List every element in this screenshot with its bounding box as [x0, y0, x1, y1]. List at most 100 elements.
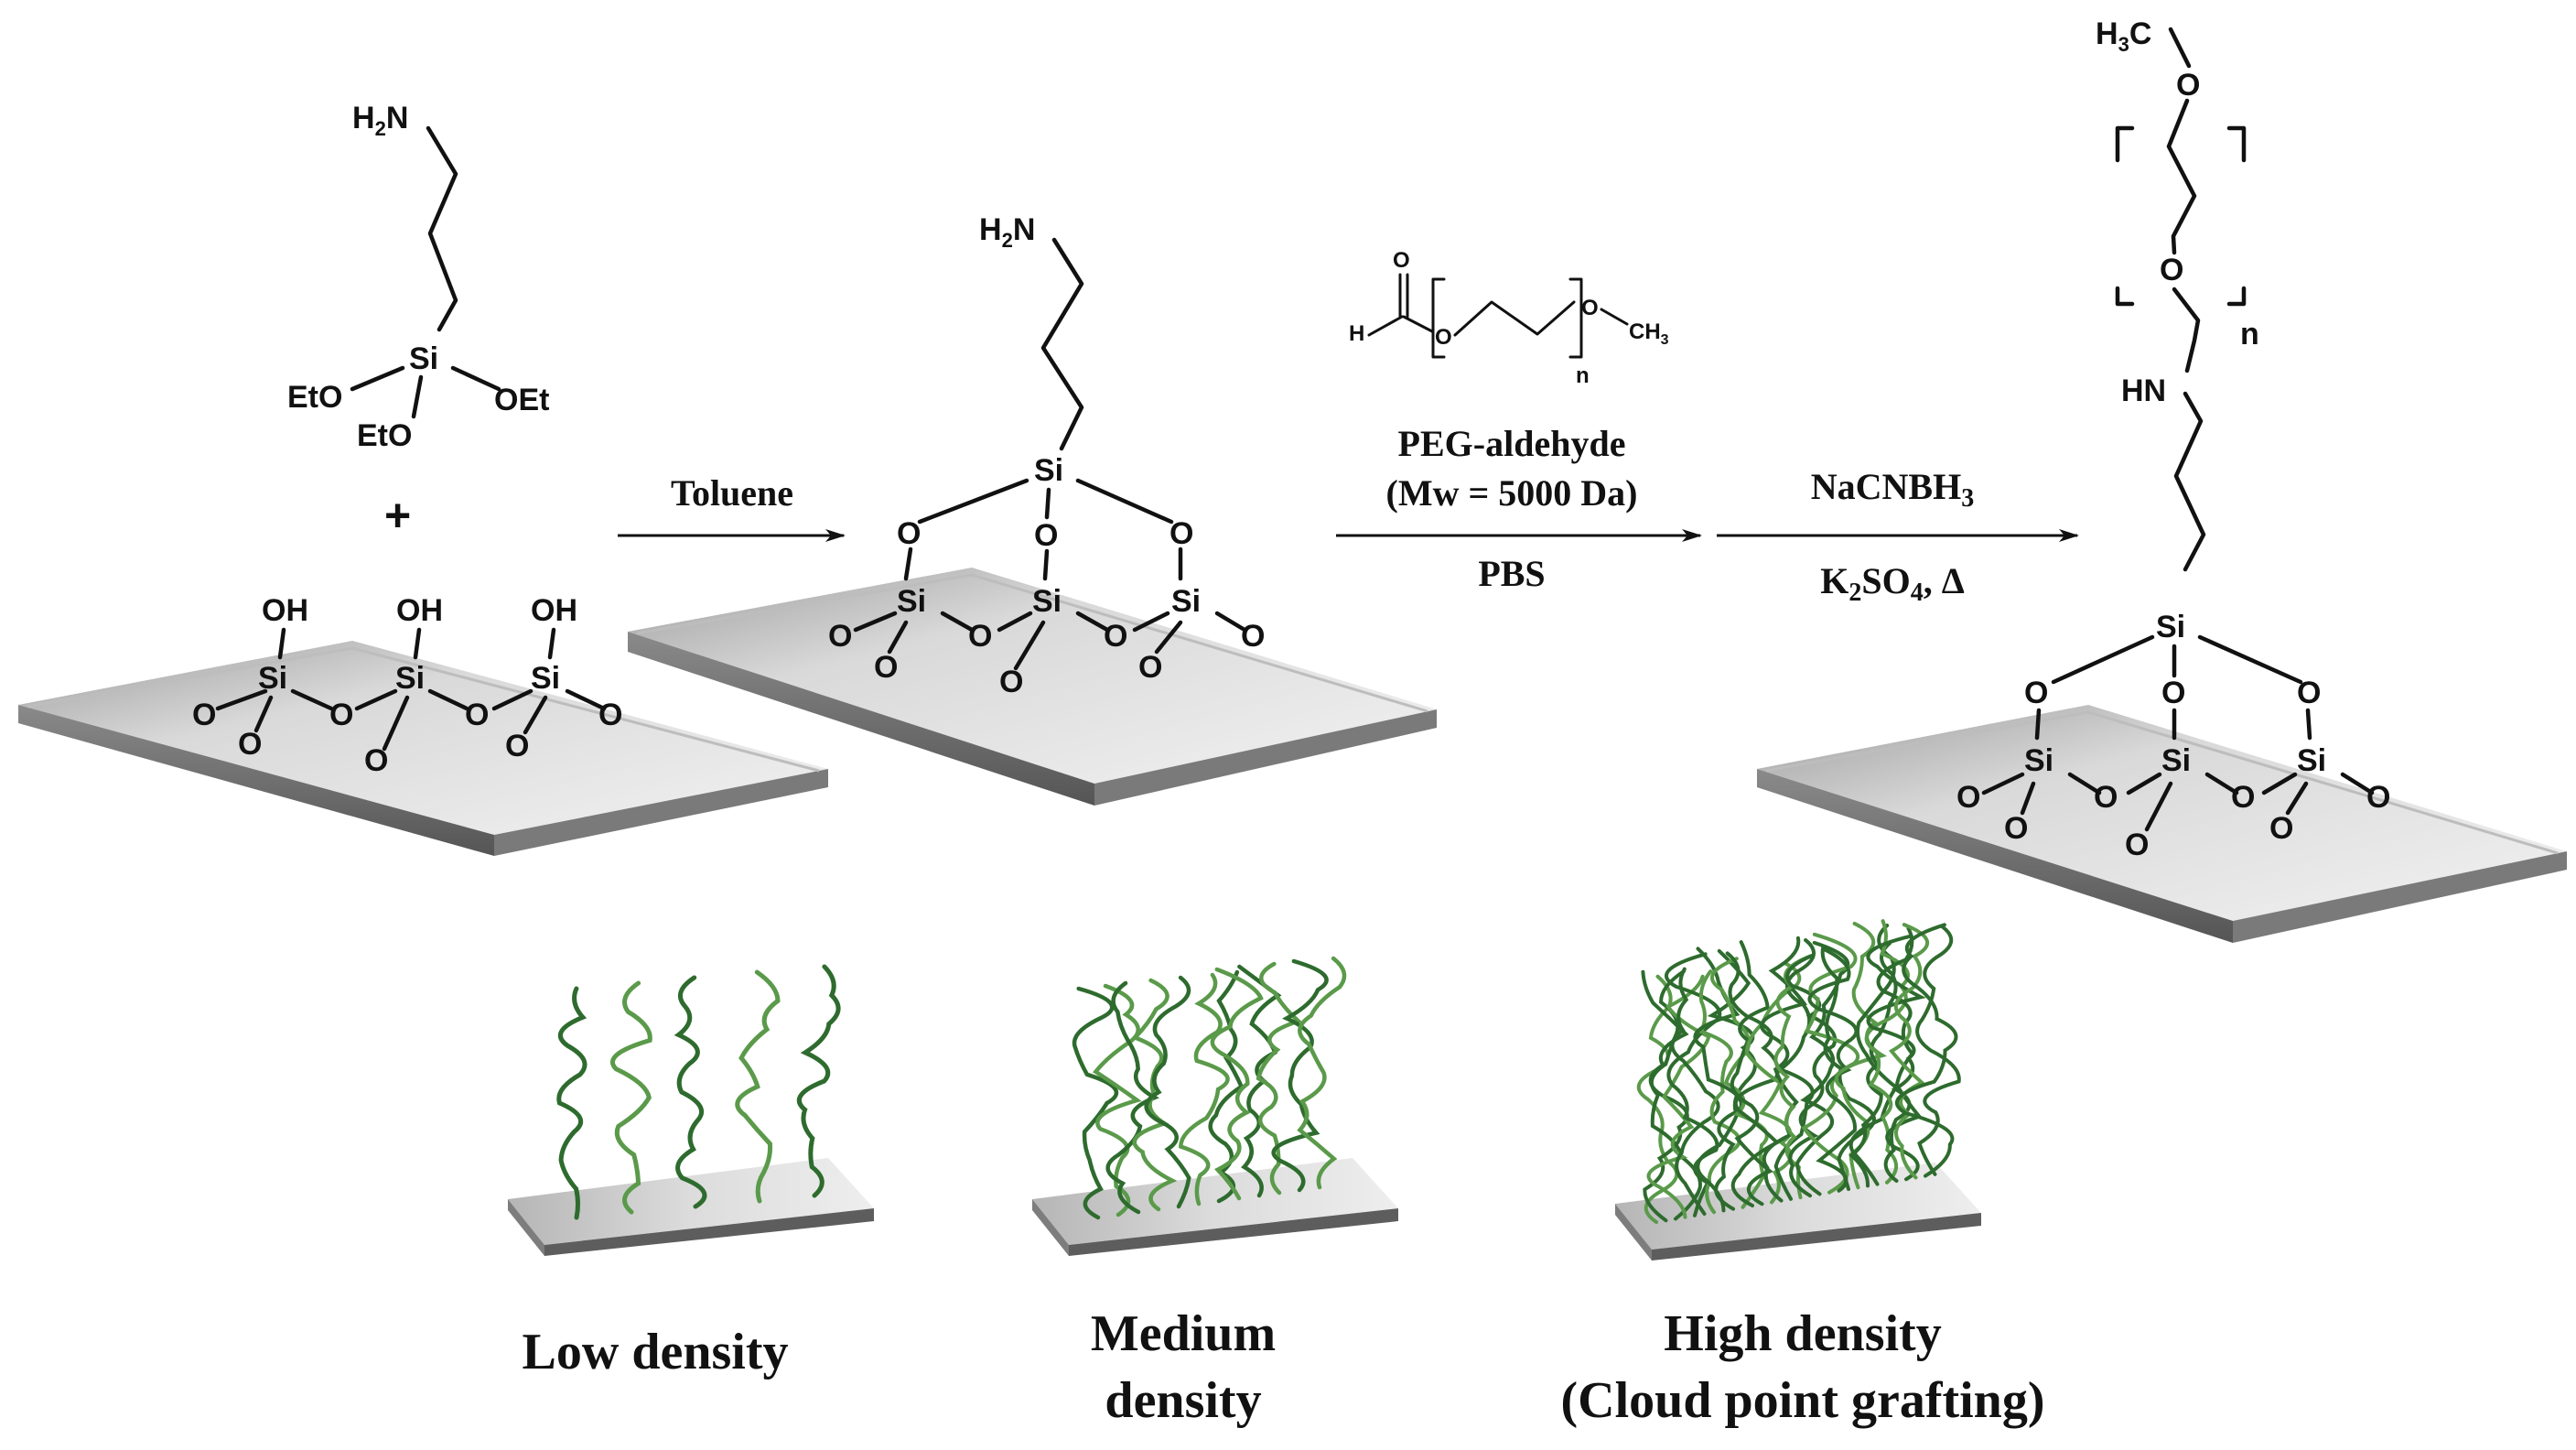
methyl-group: H3C: [2096, 16, 2151, 56]
density-medium-panel: Medium density: [1032, 956, 1398, 1429]
surface-o: O: [2125, 828, 2149, 862]
surface-o: O: [2004, 811, 2028, 846]
step2-buffer: PBS: [1478, 553, 1545, 594]
linker-o: O: [2161, 676, 2185, 710]
aptes-si: Si: [409, 341, 438, 376]
silanol-oh-1: OH: [262, 593, 308, 628]
label-low-density: Low density: [523, 1324, 789, 1380]
surface-o: O: [999, 665, 1023, 699]
product-o-mid: O: [2160, 253, 2183, 287]
substrate-peg: [1757, 705, 2567, 943]
polymer-chain: [1760, 936, 1807, 1203]
grafted-si: Si: [1034, 453, 1063, 488]
density-low-panel: Low density: [508, 964, 874, 1380]
surface-si: Si: [2024, 743, 2053, 778]
aptes-eto-left: EtO: [287, 380, 342, 415]
polymer-chain: [1179, 972, 1230, 1207]
density-high-panel: High density (Cloud point grafting): [1561, 919, 2045, 1429]
product-repeat-n: n: [2240, 317, 2259, 352]
surface-si-3: Si: [531, 661, 560, 696]
peg-ether-o: O: [1435, 325, 1452, 350]
silanol-oh-3: OH: [531, 593, 577, 628]
surface-si: Si: [897, 584, 926, 619]
polymer-chain: [1915, 925, 1961, 1176]
surface-o: O: [2269, 811, 2293, 846]
polymer-chain: [1144, 975, 1191, 1209]
linker-o: O: [1169, 516, 1193, 551]
polymer-chains-low: [556, 964, 841, 1220]
polymer-chain: [735, 969, 781, 1204]
polymer-chains-medium: [1072, 956, 1347, 1220]
polymer-chain: [1297, 956, 1347, 1190]
surface-o: O: [1138, 650, 1162, 685]
surface-o: O: [1241, 619, 1265, 654]
aptes-grafted: H2N Si O O O Si Si Si O O O O O O O: [828, 212, 1265, 699]
surface-o: O: [329, 698, 353, 732]
polymer-chain: [1105, 980, 1159, 1215]
aptes-molecule: H2N Si EtO OEt EtO +: [287, 101, 549, 541]
polymer-chain: [1801, 932, 1860, 1195]
surface-o: O: [505, 729, 529, 763]
step1-conditions: Toluene: [671, 472, 793, 514]
surface-si: Si: [1032, 584, 1062, 619]
grafted-amine: H2N: [979, 212, 1035, 252]
surface-o: O: [1956, 780, 1980, 815]
peg-carbonyl-o: O: [1393, 248, 1410, 273]
polymer-chain: [1888, 923, 1930, 1180]
surface-si-2: Si: [395, 661, 425, 696]
linker-o: O: [2024, 676, 2048, 710]
polymer-chain: [1256, 961, 1303, 1196]
peg-h: H: [1349, 321, 1364, 346]
plus-sign: +: [384, 490, 411, 541]
peg-product: H3C O O n HN Si O O O Si Si Si O: [1956, 16, 2390, 862]
product-hn: HN: [2121, 373, 2166, 408]
linker-o: O: [897, 516, 921, 551]
polymer-chain: [1894, 923, 1958, 1178]
linker-o: O: [1034, 518, 1058, 553]
surface-si: Si: [1171, 584, 1201, 619]
label-high-2: (Cloud point grafting): [1561, 1372, 2045, 1429]
step2-reagent: PEG-aldehyde: [1398, 423, 1626, 464]
surface-o: O: [598, 698, 622, 732]
step3-reductant: NaCNBH3: [1811, 466, 1974, 513]
polymer-chain: [1698, 969, 1741, 1215]
aptes-oet-right: OEt: [494, 383, 549, 417]
polymer-chain: [1725, 951, 1781, 1207]
surface-si-1: Si: [258, 661, 287, 696]
step3-salt-heat: K2SO4, Δ: [1820, 560, 1965, 607]
polymer-chain: [796, 964, 841, 1198]
polymer-chain: [609, 980, 652, 1215]
substrate-bare: [18, 641, 828, 856]
arrow-step3: NaCNBH3 K2SO4, Δ: [1717, 466, 2079, 607]
arrow-step2: PEG-aldehyde (Mw = 5000 Da) PBS: [1336, 423, 1702, 594]
aptes-amine: H2N: [352, 101, 408, 140]
polymer-chain: [1210, 967, 1264, 1201]
polymer-chain: [1646, 974, 1711, 1219]
label-high-1: High density: [1664, 1305, 1941, 1362]
surface-o: O: [828, 619, 852, 654]
peg-aldehyde-structure: H O O O CH3 n: [1349, 248, 1669, 388]
polymer-chain: [1636, 974, 1679, 1224]
silanol-oh-2: OH: [396, 593, 443, 628]
peg-terminal-o: O: [1581, 296, 1599, 320]
peg-ch3: CH3: [1629, 319, 1669, 348]
aptes-eto-bottom: EtO: [357, 418, 412, 453]
polymer-chain: [1670, 967, 1720, 1216]
surface-o: O: [364, 743, 388, 778]
surface-o: O: [968, 619, 992, 654]
polymer-chain: [1730, 940, 1773, 1207]
polymer-chain: [1665, 952, 1722, 1217]
substrate-aptes: [628, 568, 1437, 806]
product-o-top: O: [2176, 68, 2200, 103]
polymer-chain: [1271, 958, 1329, 1193]
label-medium-2: density: [1105, 1372, 1261, 1429]
surface-o: O: [874, 650, 898, 685]
surface-si: Si: [2297, 743, 2326, 778]
polymer-chain: [1072, 986, 1119, 1220]
surface-si: Si: [2161, 743, 2191, 778]
step2-molecular-weight: (Mw = 5000 Da): [1386, 472, 1638, 514]
product-si: Si: [2156, 610, 2185, 644]
arrow-step1: Toluene: [618, 472, 846, 542]
surface-o: O: [2231, 780, 2255, 815]
